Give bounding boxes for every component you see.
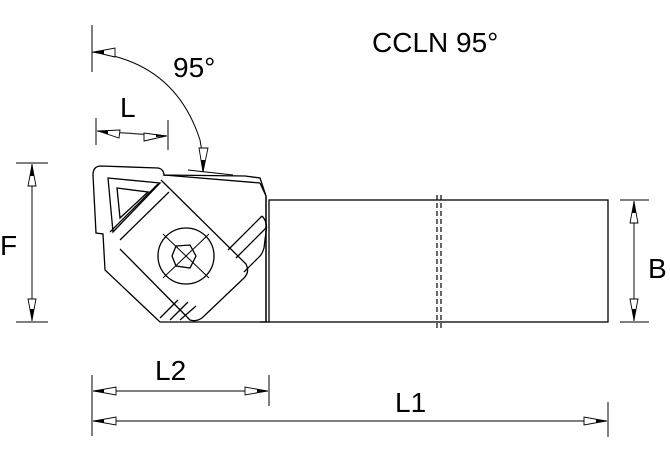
dimension-L1-label: L1 [395, 387, 426, 418]
dimension-B: B [620, 199, 667, 323]
dimension-F-label: F [0, 230, 17, 261]
dimension-L2: L2 [91, 355, 270, 436]
drawing-title: CCLN 95° [372, 27, 498, 58]
angle-label: 95° [173, 52, 215, 83]
dimension-L-label: L [120, 92, 136, 123]
dimension-L1: L1 [93, 387, 609, 437]
dimension-F: F [0, 162, 48, 323]
tool-shank [260, 195, 609, 330]
dimension-L2-label: L2 [155, 355, 186, 386]
dimension-B-label: B [648, 253, 667, 284]
angle-dimension: 95° [91, 25, 234, 176]
tool-head [92, 165, 268, 323]
dimension-L: L [95, 92, 169, 150]
